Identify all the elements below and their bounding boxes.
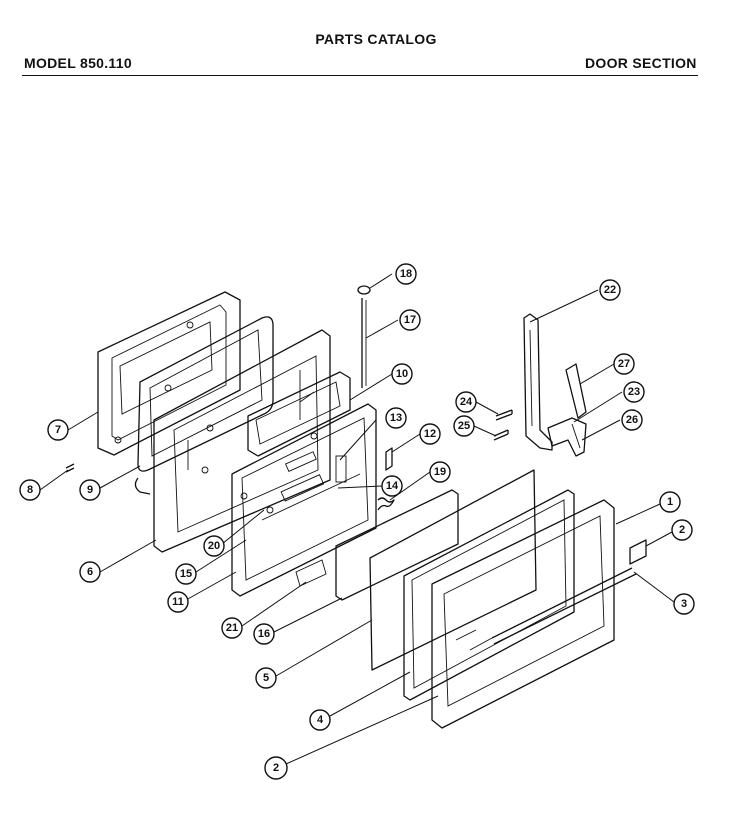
svg-text:14: 14	[386, 480, 399, 492]
svg-text:17: 17	[404, 314, 416, 326]
callout-27: 27	[613, 353, 635, 375]
callout-19: 19	[429, 461, 451, 483]
section-name: DOOR SECTION	[585, 55, 697, 71]
header-rule	[22, 75, 698, 76]
svg-text:2: 2	[679, 524, 685, 536]
callout-21: 21	[221, 617, 243, 639]
callout-3: 3	[673, 593, 695, 615]
part-outer-door-panel	[431, 499, 637, 729]
callout-23: 23	[623, 381, 645, 403]
callout-9: 9	[79, 479, 101, 501]
callout-26: 26	[621, 409, 643, 431]
part-glass-panel	[369, 469, 537, 671]
callout-24: 24	[455, 391, 477, 413]
svg-text:12: 12	[424, 428, 436, 440]
callout-20: 20	[203, 535, 225, 557]
svg-text:13: 13	[390, 412, 402, 424]
callout-18: 18	[395, 263, 417, 285]
callout-4: 4	[309, 709, 331, 731]
callout-12: 12	[419, 423, 441, 445]
callout-7: 7	[47, 419, 69, 441]
part-window-frame	[247, 371, 351, 457]
part-hinge-arm	[523, 313, 553, 451]
svg-text:25: 25	[458, 420, 470, 432]
callout-22: 22	[599, 279, 621, 301]
callout-6: 6	[79, 561, 101, 583]
part-door-gasket	[134, 316, 274, 495]
svg-text:5: 5	[263, 672, 269, 684]
svg-text:2: 2	[273, 762, 279, 774]
callout-1: 1	[659, 491, 681, 513]
part-screws	[493, 409, 513, 441]
svg-text:23: 23	[628, 386, 640, 398]
svg-text:7: 7	[55, 424, 61, 436]
svg-text:10: 10	[396, 368, 408, 380]
callout-16: 16	[253, 623, 275, 645]
svg-text:4: 4	[317, 714, 324, 726]
part-spring-rod	[357, 285, 371, 388]
callout-2-upper: 2	[671, 519, 693, 541]
svg-text:18: 18	[400, 268, 412, 280]
svg-text:19: 19	[434, 466, 446, 478]
svg-text:16: 16	[258, 628, 270, 640]
callout-17: 17	[399, 309, 421, 331]
callout-2-lower: 2	[264, 756, 288, 780]
part-rear-glass	[335, 489, 459, 601]
svg-text:24: 24	[460, 396, 473, 408]
callout-25: 25	[453, 415, 475, 437]
part-latch	[385, 447, 393, 471]
svg-text:8: 8	[27, 484, 33, 496]
callout-13: 13	[385, 407, 407, 429]
part-window-pane	[403, 489, 575, 701]
part-hinge-link	[565, 363, 587, 419]
svg-text:15: 15	[180, 568, 192, 580]
callout-14: 14	[381, 475, 403, 497]
svg-text:9: 9	[87, 484, 93, 496]
svg-text:21: 21	[226, 622, 238, 634]
svg-text:1: 1	[667, 496, 673, 508]
part-hinge-pin	[629, 539, 647, 565]
part-inner-frame	[153, 329, 331, 553]
model-number: MODEL 850.110	[24, 55, 132, 71]
part-small-screw	[65, 463, 75, 473]
callout-10: 10	[391, 363, 413, 385]
svg-text:6: 6	[87, 566, 93, 578]
part-inner-door-panel	[231, 403, 377, 597]
svg-text:27: 27	[618, 358, 630, 370]
leader-lines	[39, 273, 675, 765]
svg-text:22: 22	[604, 284, 616, 296]
part-door-back-frame	[97, 291, 241, 456]
svg-text:3: 3	[681, 598, 687, 610]
svg-text:11: 11	[172, 596, 184, 608]
callout-15: 15	[175, 563, 197, 585]
part-spring	[377, 497, 395, 511]
catalog-title: PARTS CATALOG	[315, 31, 437, 47]
svg-text:26: 26	[626, 414, 638, 426]
svg-text:20: 20	[208, 540, 220, 552]
part-hinge-receptacle	[547, 417, 587, 457]
callout-11: 11	[167, 591, 189, 613]
callout-8: 8	[19, 479, 41, 501]
callout-5: 5	[255, 667, 277, 689]
